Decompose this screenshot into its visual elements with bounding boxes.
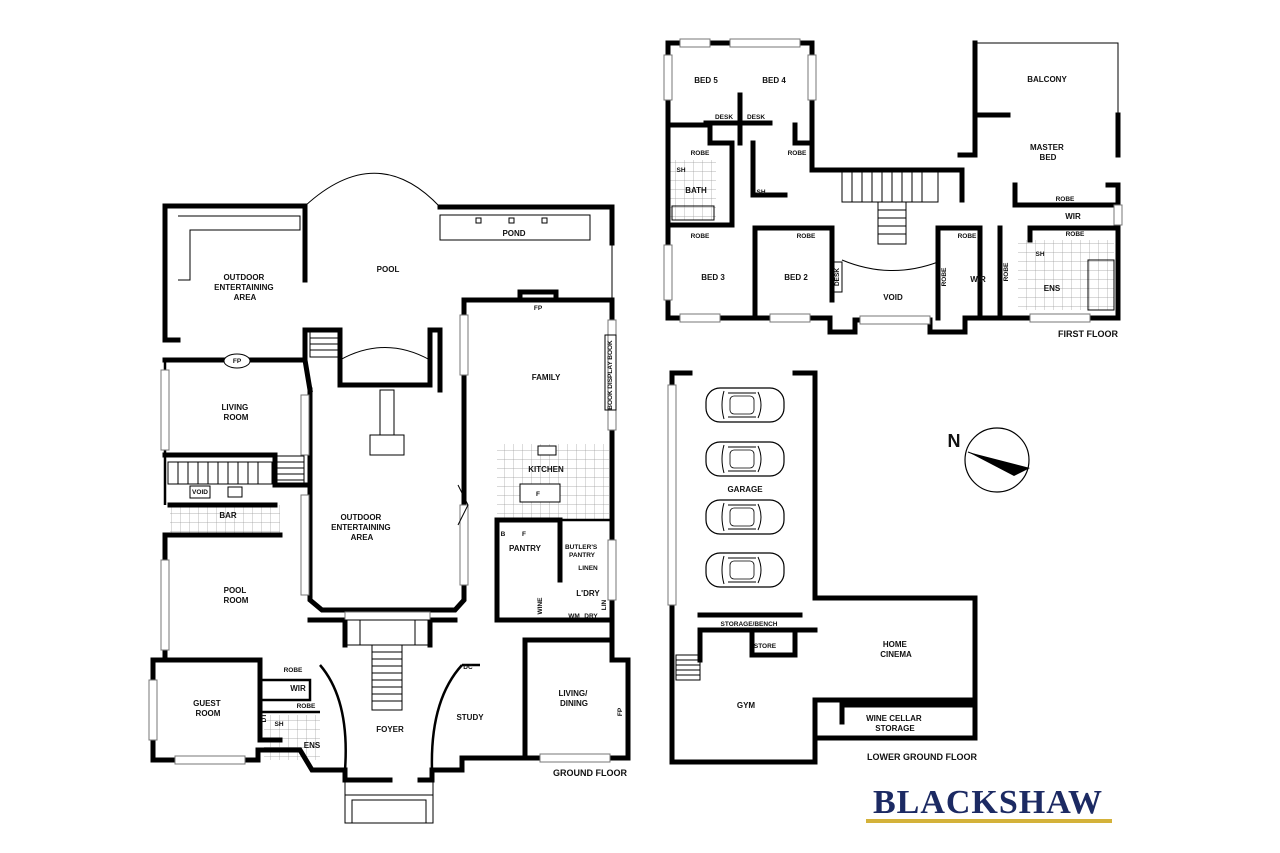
lower-ground-floor-title: LOWER GROUND FLOOR (867, 752, 977, 762)
robe-label-i: ROBE (1066, 231, 1085, 238)
room-label-ens: ENS (304, 741, 321, 750)
room-label-study: STUDY (456, 713, 484, 722)
desk-label-c: DESK (834, 268, 841, 286)
first-floor-labels: BED 5 BED 4 DESK DESK ROBE ROBE BATH SH … (676, 75, 1118, 339)
room-label-guest-room: GUEST ROOM (193, 699, 223, 718)
sh-label: SH (274, 721, 283, 728)
room-label-void: VOID (883, 293, 903, 302)
robe-label-e: ROBE (958, 233, 977, 240)
brand-logo: BLACKSHAW (866, 784, 1112, 823)
lin-label: LIN (601, 599, 608, 610)
compass-north-label: N (948, 431, 961, 451)
f-label-a: F (522, 531, 526, 538)
robe-label-c: ROBE (691, 233, 710, 240)
room-label-living-dining: LIVING/ DINING (558, 689, 589, 708)
room-label-dry: DRY (584, 613, 598, 620)
room-label-bed3: BED 3 (701, 273, 725, 282)
room-label-laundry: L'DRY (576, 589, 600, 598)
room-label-wm: WM (568, 613, 580, 620)
robe-label-h: ROBE (1056, 196, 1075, 203)
room-label-kitchen: KITCHEN (528, 465, 564, 474)
room-label-master-bed: MASTER BED (1030, 143, 1066, 162)
room-label-wir-b: WIR (1065, 212, 1081, 221)
room-label-outdoor-entertaining-1: OUTDOOR ENTERTAINING AREA (214, 273, 276, 302)
room-label-bed4: BED 4 (762, 76, 786, 85)
display-label: DISPLAY (607, 361, 614, 389)
room-label-bed2: BED 2 (784, 273, 808, 282)
room-label-butlers-pantry: BUTLER'S PANTRY (565, 544, 599, 559)
room-label-outdoor-entertaining-2: OUTDOOR ENTERTAINING AREA (331, 513, 393, 542)
first-floor-title: FIRST FLOOR (1058, 329, 1118, 339)
room-label-wine-cellar: WINE CELLAR STORAGE (866, 714, 924, 733)
f-label-b: F (536, 491, 540, 498)
robe-label-d: ROBE (797, 233, 816, 240)
room-label-wine: WINE (537, 597, 544, 615)
ground-floor-plan (148, 172, 631, 824)
room-label-home-cinema: HOME CINEMA (880, 640, 912, 659)
desk-label-b: DESK (747, 114, 765, 121)
room-label-living-room: LIVING ROOM (222, 403, 251, 422)
room-label-pantry: PANTRY (509, 544, 542, 553)
robe-label-a: ROBE (691, 150, 710, 157)
brand-underline (866, 819, 1112, 823)
book-label-a: BOOK (607, 340, 614, 360)
room-label-ens: ENS (1044, 284, 1061, 293)
room-label-robe-a: ROBE (284, 667, 303, 674)
fp-label-a: FP (233, 358, 242, 365)
sh-label-a: SH (676, 167, 685, 174)
book-label-b: BOOK (607, 390, 614, 410)
room-label-pond: POND (502, 229, 525, 238)
fp-label-c: FP (617, 707, 624, 716)
ground-floor-title: GROUND FLOOR (553, 768, 627, 778)
room-label-linen: LINEN (578, 565, 598, 572)
compass-arrow-icon (964, 427, 1030, 493)
lower-ground-floor-labels: GARAGE STORAGE/BENCH STORE GYM HOME CINE… (721, 485, 978, 762)
dt-label: DT (261, 714, 268, 723)
lower-ground-floor-plan (667, 370, 978, 765)
room-label-wir: WIR (290, 684, 306, 693)
compass: N (948, 427, 1030, 493)
room-label-family: FAMILY (532, 373, 561, 382)
room-label-pool-room: POOL ROOM (224, 586, 249, 605)
robe-label-f: ROBE (941, 267, 948, 286)
room-label-bed5: BED 5 (694, 76, 718, 85)
room-label-dc: DC (463, 664, 473, 671)
room-label-storage-bench: STORAGE/BENCH (721, 621, 778, 628)
desk-label-a: DESK (715, 114, 733, 121)
room-label-pool: POOL (377, 265, 400, 274)
room-label-balcony: BALCONY (1027, 75, 1067, 84)
room-label-bar: BAR (219, 511, 237, 520)
room-label-store: STORE (754, 643, 777, 650)
robe-label-g: ROBE (1003, 262, 1010, 281)
room-label-gym: GYM (737, 701, 756, 710)
robe-label-b: ROBE (788, 150, 807, 157)
room-label-wir-a: WIR (970, 275, 986, 284)
room-label-foyer: FOYER (376, 725, 404, 734)
room-label-bath: BATH (685, 186, 707, 195)
room-label-robe-b: ROBE (297, 703, 316, 710)
room-label-garage: GARAGE (727, 485, 763, 494)
sh-label-b: SH (756, 189, 765, 196)
first-floor-plan (663, 38, 1123, 335)
brand-name: BLACKSHAW (873, 784, 1103, 821)
b-label: B (501, 531, 506, 538)
sh-label-c: SH (1035, 251, 1044, 258)
fp-label-b: FP (534, 305, 543, 312)
room-label-void: VOID (192, 489, 208, 496)
ground-floor-labels: OUTDOOR ENTERTAINING AREA POOL POND LIVI… (192, 229, 627, 778)
